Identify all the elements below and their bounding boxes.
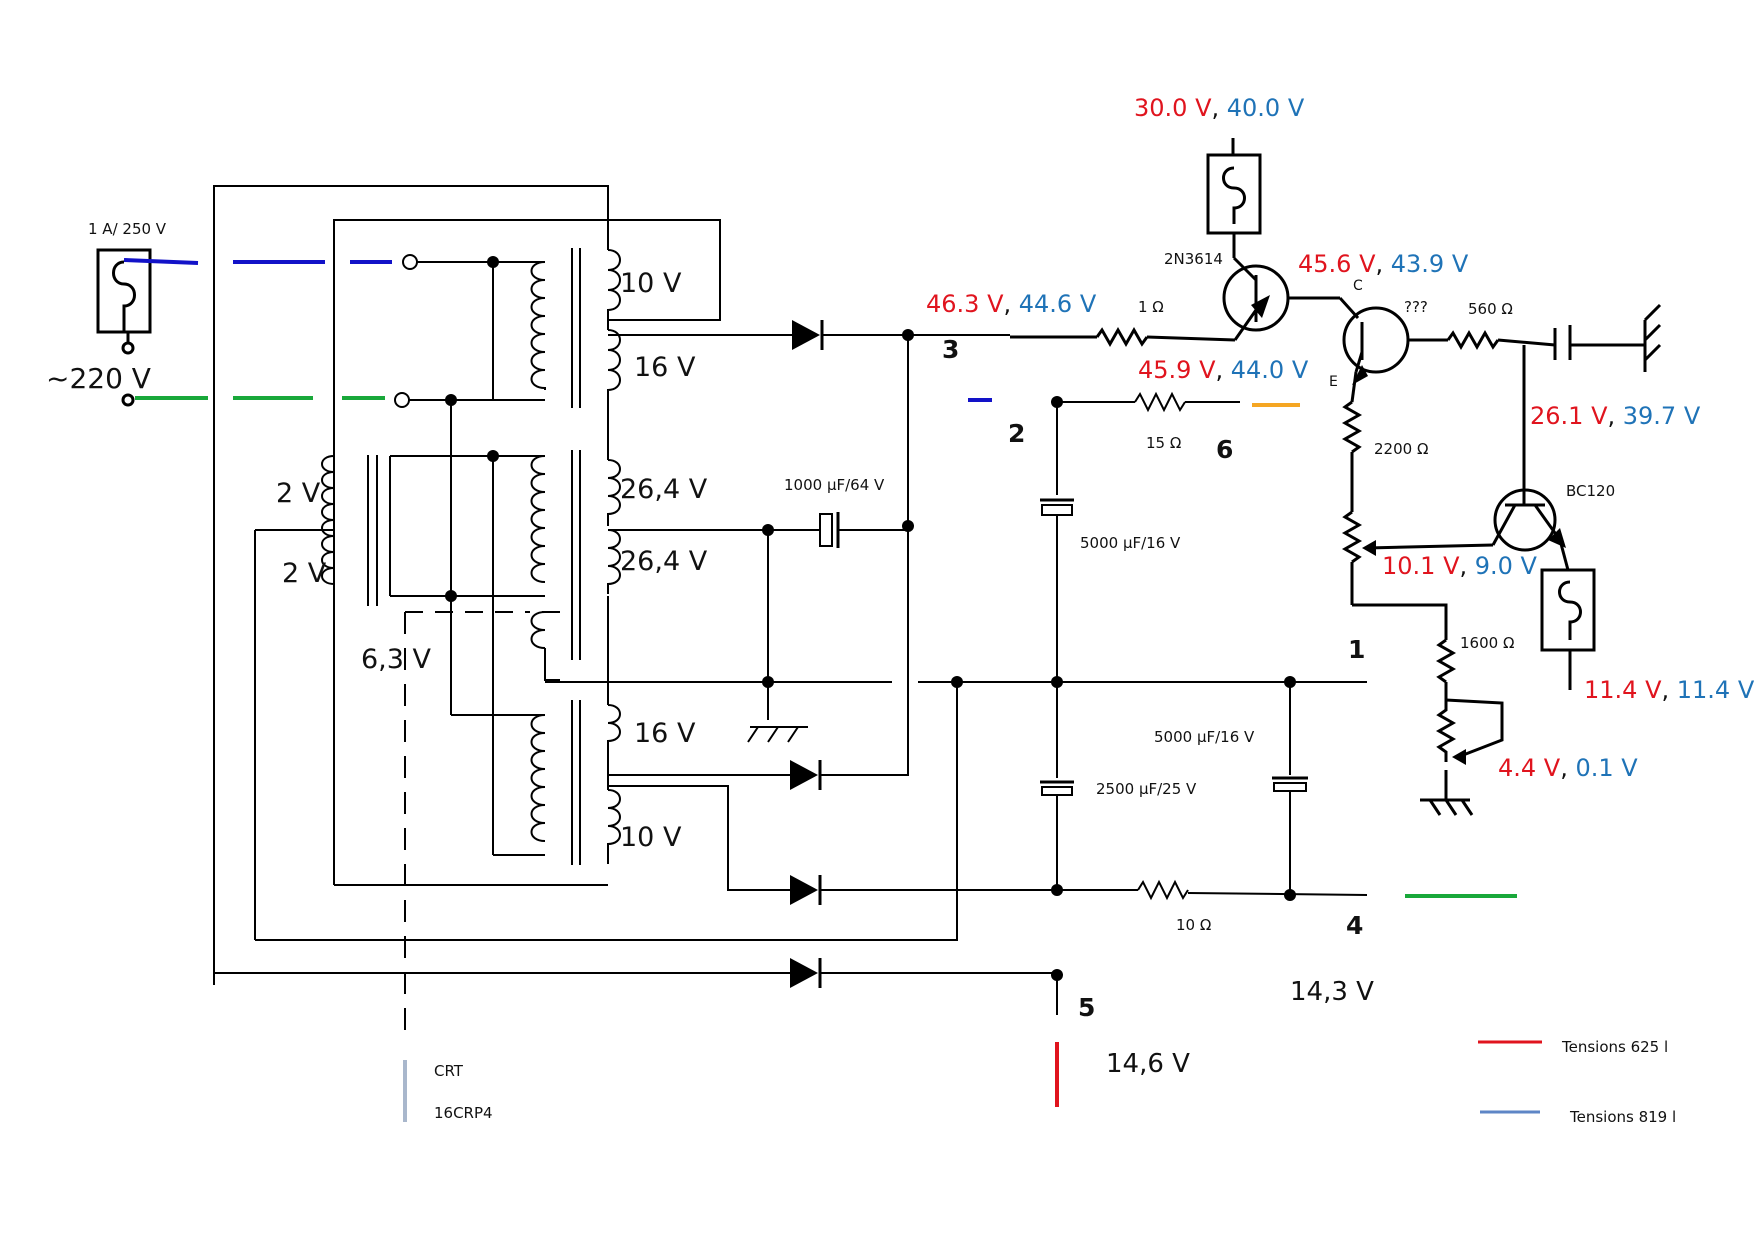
- node-5-voltage: 14,6 V: [1106, 1049, 1190, 1079]
- node-5-label: 5: [1078, 993, 1095, 1022]
- winding-label-5: 16 V: [634, 718, 696, 749]
- crt-label: CRT: [434, 1062, 464, 1080]
- mains-label: ~220 V: [46, 362, 151, 395]
- measurement-emitter: 45.9 V, 44.0 V: [1138, 356, 1309, 384]
- measurement-top: 30.0 V, 40.0 V: [1134, 94, 1305, 122]
- legend-blue-label: Tensions 819 l: [1569, 1108, 1676, 1126]
- node-4-voltage: 14,3 V: [1290, 977, 1374, 1007]
- rectifier-network: [214, 320, 1517, 1107]
- crt-model-label: 16CRP4: [434, 1104, 493, 1122]
- winding-label-left-1: 2 V: [276, 478, 321, 509]
- resistor-1-ohm-label: 1 Ω: [1138, 298, 1164, 316]
- mains-blue-line: [123, 258, 392, 265]
- resistor-15-ohm-label: 15 Ω: [1146, 434, 1181, 452]
- transistor-2n3614-label: 2N3614: [1164, 250, 1223, 268]
- cap-1000uf-label: 1000 µF/64 V: [784, 476, 885, 494]
- transistor-bc120-label: BC120: [1566, 482, 1615, 500]
- legend-red-label: Tensions 625 l: [1561, 1038, 1668, 1056]
- input-fuse: [96, 248, 152, 407]
- transistor-unknown-label: ???: [1404, 298, 1428, 316]
- resistor-1600-ohm-label: 1600 Ω: [1460, 634, 1514, 652]
- winding-label-4: 26,4 V: [620, 546, 708, 577]
- node-2-label: 2: [1008, 419, 1025, 448]
- heater-label: 6,3 V: [361, 644, 432, 675]
- winding-label-3: 26,4 V: [620, 474, 708, 505]
- measurement-node3: 46.3 V, 44.6 V: [926, 290, 1097, 318]
- transformer: [213, 185, 721, 1035]
- node-6-label: 6: [1216, 435, 1233, 464]
- emitter-pin-label: E: [1329, 374, 1338, 390]
- cap-5000uf-label: 5000 µF/16 V: [1080, 534, 1181, 552]
- winding-label-2: 16 V: [634, 352, 696, 383]
- node-4-label: 4: [1346, 911, 1363, 940]
- winding-label-1: 10 V: [620, 268, 682, 299]
- resistor-10-ohm-label: 10 Ω: [1176, 916, 1211, 934]
- node-1-label: 1: [1348, 635, 1365, 664]
- regulator-section: [1010, 138, 1662, 816]
- legend: Tensions 625 l Tensions 819 l: [1478, 1038, 1676, 1126]
- measurement-base-bias: 26.1 V, 39.7 V: [1530, 402, 1701, 430]
- measurement-pot-low: 4.4 V, 0.1 V: [1498, 754, 1638, 782]
- node-3-label: 3: [942, 335, 959, 364]
- measurement-bc120-out: 11.4 V, 11.4 V: [1584, 676, 1754, 704]
- fuse-rating-label: 1 A/ 250 V: [88, 220, 167, 238]
- winding-label-left-2: 2 V: [282, 558, 327, 589]
- winding-label-6: 10 V: [620, 822, 682, 853]
- resistor-560-ohm-label: 560 Ω: [1468, 300, 1513, 318]
- measurement-bc120-base: 10.1 V, 9.0 V: [1382, 552, 1538, 580]
- resistor-2200-ohm-label: 2200 Ω: [1374, 440, 1428, 458]
- measurement-collector: 45.6 V, 43.9 V: [1298, 250, 1469, 278]
- cap-5000uf-right-label: 5000 µF/16 V: [1154, 728, 1255, 746]
- collector-pin-label: C: [1353, 278, 1363, 294]
- cap-2500uf-label: 2500 µF/25 V: [1096, 780, 1197, 798]
